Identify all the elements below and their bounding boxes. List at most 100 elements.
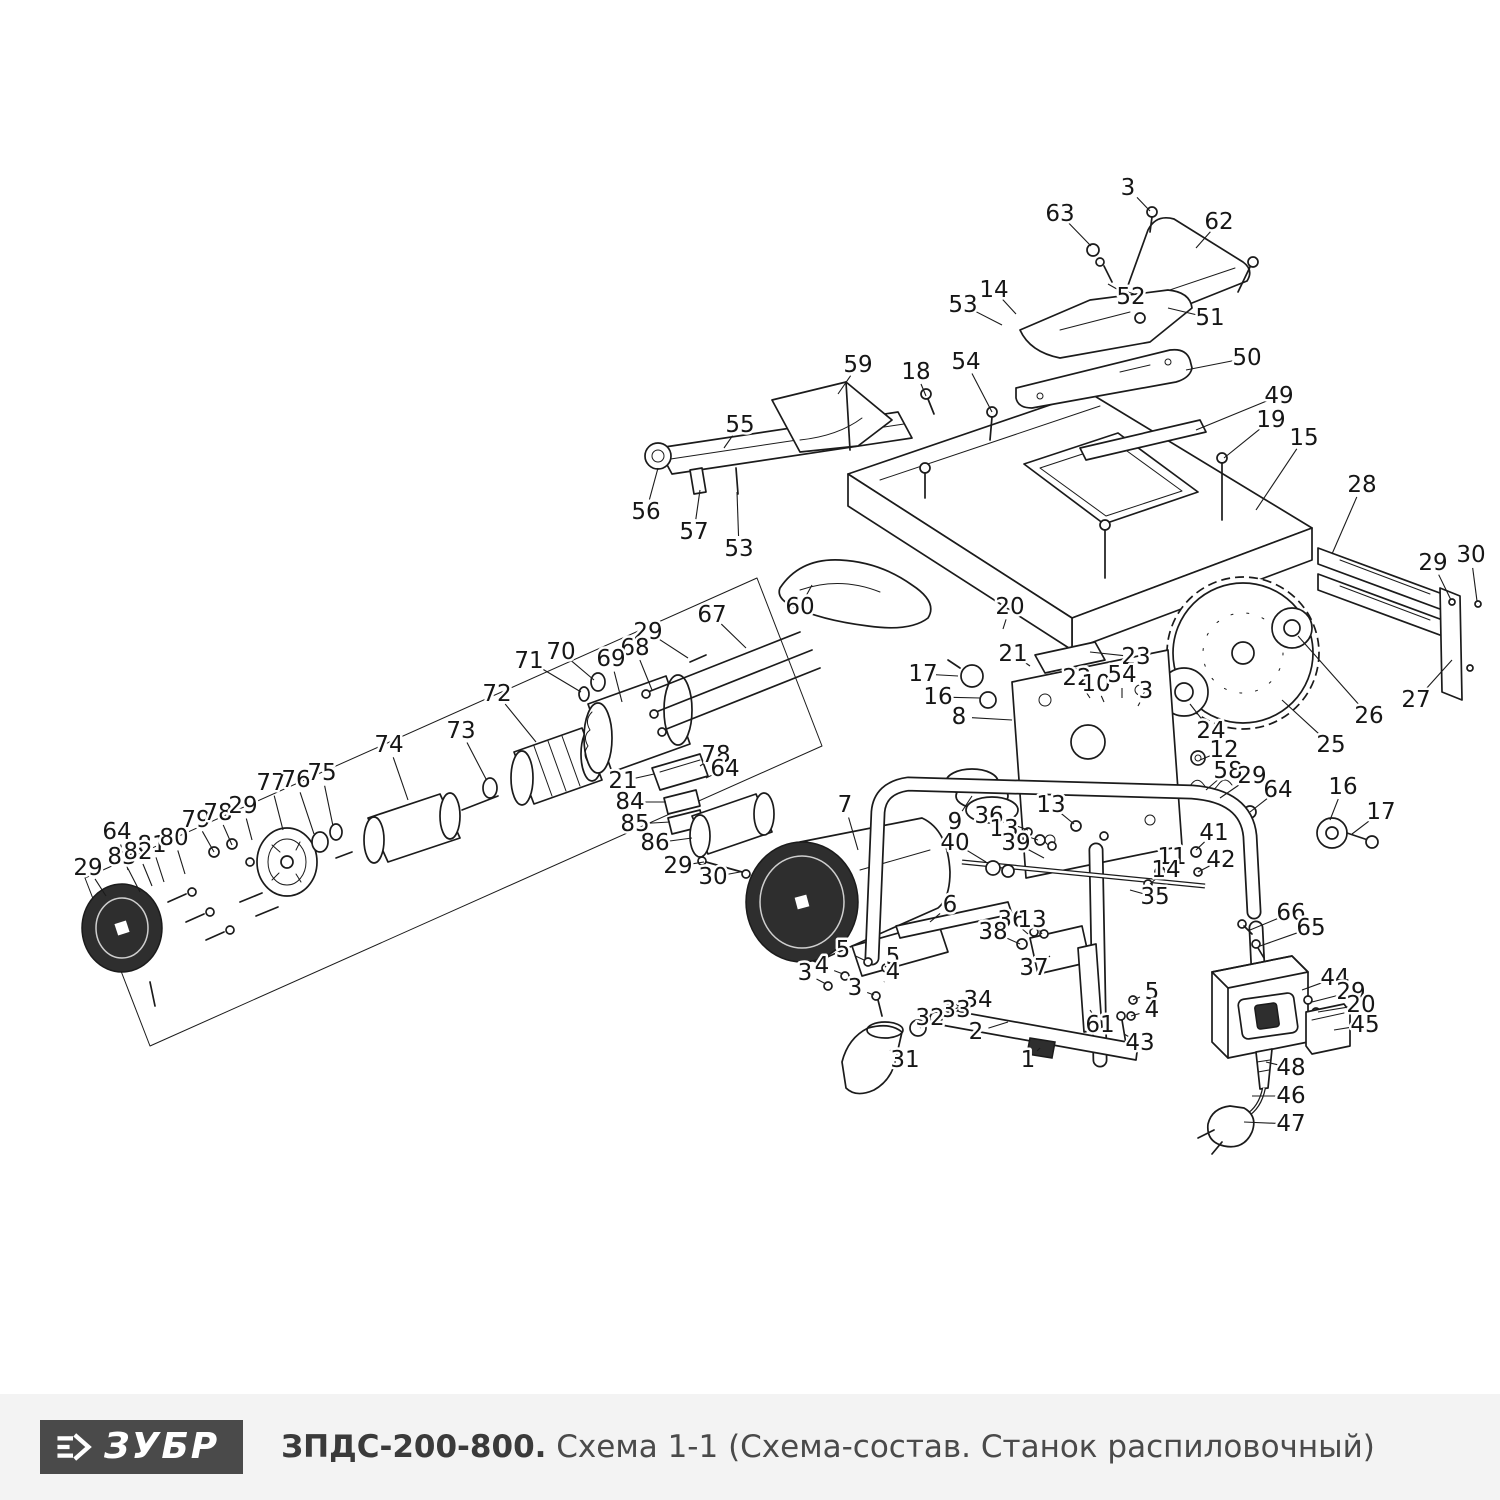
part-number-label: 37 <box>1019 955 1048 981</box>
part-number-label: 29 <box>1237 763 1266 789</box>
part-number-label: 4 <box>1145 997 1160 1023</box>
leader-line <box>837 375 852 395</box>
leader-line <box>201 831 215 853</box>
part-number-label: 63 <box>1045 201 1074 227</box>
leader-line <box>723 435 734 449</box>
leader-line <box>504 703 537 743</box>
part-number-label: 52 <box>1116 284 1145 310</box>
leader-line <box>965 849 987 863</box>
leader-line <box>120 844 129 871</box>
zubr-logo-icon <box>57 1433 92 1461</box>
leader-line <box>1438 574 1452 601</box>
part-number-label: 30 <box>1456 542 1485 568</box>
part-number-label: 20 <box>1346 992 1375 1018</box>
leader-line <box>1255 448 1298 511</box>
part-number-label: 53 <box>948 292 977 318</box>
leader-line <box>988 1021 1009 1029</box>
leader-line <box>867 991 875 996</box>
diagram-title-text: Схема 1-1 (Схема-состав. Станок распилов… <box>546 1429 1375 1465</box>
leader-line <box>1100 695 1105 703</box>
leader-line <box>613 671 623 703</box>
part-number-label: 5 <box>1145 979 1160 1005</box>
part-number-label: 43 <box>1125 1030 1154 1056</box>
part-number-label: 10 <box>1081 671 1110 697</box>
leader-line <box>648 467 659 500</box>
leader-line <box>324 785 334 827</box>
part-number-label: 68 <box>620 635 649 661</box>
leader-line <box>1123 1033 1129 1038</box>
leader-line <box>884 965 887 968</box>
part-number-label: 78 <box>203 800 232 826</box>
leader-line <box>1136 197 1151 212</box>
riving-knife <box>1019 289 1193 359</box>
leader-line <box>805 584 813 596</box>
part-number-label: 46 <box>1276 1083 1305 1109</box>
part-number-label: 26 <box>1354 703 1383 729</box>
leader-line <box>1249 797 1269 813</box>
tilt-shaft <box>947 659 997 709</box>
part-number-label: 51 <box>1195 305 1224 331</box>
motor-exploded-view <box>81 577 823 1047</box>
leader-line <box>929 913 941 923</box>
part-number-label: 79 <box>181 807 210 833</box>
part-number-label: 64 <box>710 756 739 782</box>
part-number-label: 20 <box>995 594 1024 620</box>
table-top <box>847 391 1313 651</box>
part-number-label: 27 <box>1401 687 1430 713</box>
leader-line <box>1249 917 1280 931</box>
part-number-label: 69 <box>596 646 625 672</box>
part-number-label: 14 <box>1151 857 1180 883</box>
leader-line <box>695 489 701 520</box>
part-number-label: 57 <box>679 519 708 545</box>
leader-line <box>299 792 315 835</box>
part-number-label: 42 <box>1206 847 1235 873</box>
part-number-label: 30 <box>698 864 727 890</box>
leader-line <box>1297 635 1361 707</box>
leader-line <box>1351 819 1371 835</box>
leader-line <box>950 696 981 699</box>
part-number-label: 64 <box>1263 777 1292 803</box>
leader-line <box>1060 812 1075 825</box>
switch-box <box>1211 919 1321 1059</box>
part-number-label: 62 <box>1204 209 1233 235</box>
leader-line <box>1195 400 1268 431</box>
part-number-label: 40 <box>940 830 969 856</box>
leader-line <box>1149 878 1157 885</box>
part-number-label: 21 <box>608 768 637 794</box>
leader-line <box>1159 866 1165 873</box>
leader-line <box>667 837 693 842</box>
leader-line <box>690 861 705 865</box>
leader-line <box>1243 1121 1279 1124</box>
leader-line <box>222 824 233 846</box>
part-number-label: 32 <box>915 1005 944 1031</box>
diagram-title-model: ЗПДС-200-800. <box>281 1429 547 1465</box>
leader-line <box>1132 996 1141 1001</box>
part-number-label: 3 <box>1139 678 1154 704</box>
leader-line <box>1167 307 1198 316</box>
insert-strip <box>1079 419 1207 461</box>
leader-line <box>94 878 107 897</box>
leader-line <box>971 373 993 413</box>
part-number-label: 61 <box>1085 1012 1114 1038</box>
leader-line <box>1089 1009 1094 1015</box>
leader-line <box>974 310 1003 326</box>
leader-line <box>705 774 714 779</box>
part-number-label: 71 <box>514 648 543 674</box>
leader-line <box>1197 865 1210 873</box>
leader-line <box>1001 819 1029 831</box>
leader-line <box>1027 848 1045 859</box>
part-number-label: 16 <box>1328 774 1357 800</box>
part-number-label: 29 <box>1418 550 1447 576</box>
leader-line <box>919 1026 922 1029</box>
leader-line <box>699 761 706 767</box>
leader-line <box>1137 702 1141 707</box>
leader-line <box>1331 496 1358 555</box>
leader-line <box>1004 936 1021 945</box>
part-number-label: 11 <box>1157 844 1186 870</box>
leader-line <box>177 850 186 875</box>
part-number-label: 29 <box>1336 979 1365 1005</box>
leader-line <box>639 659 653 691</box>
leader-line <box>127 868 141 893</box>
leader-line <box>1195 841 1205 851</box>
leader-line <box>816 978 827 985</box>
